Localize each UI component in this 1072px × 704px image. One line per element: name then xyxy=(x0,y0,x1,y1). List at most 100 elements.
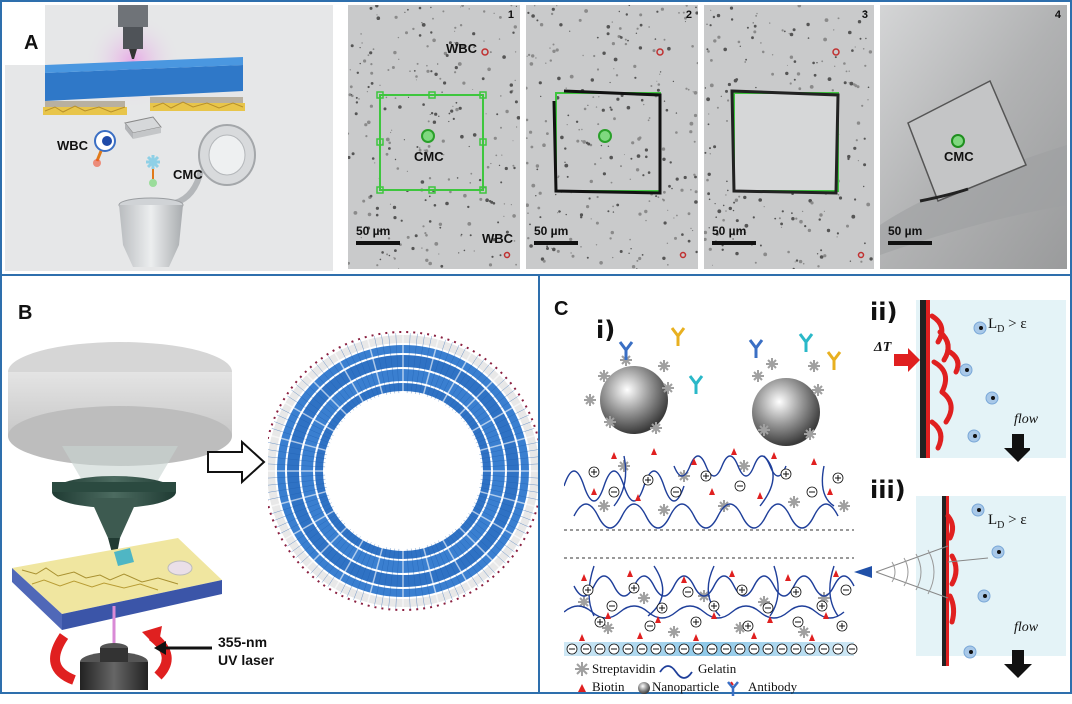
circos-segment xyxy=(310,368,351,414)
circos-segment xyxy=(410,548,418,609)
ld-main: L xyxy=(988,316,998,332)
circos-segment xyxy=(269,434,328,452)
panel-c: C i) xyxy=(538,274,1072,696)
biotin-mark xyxy=(823,612,829,619)
frame-number: 2 xyxy=(685,9,692,21)
circos-segment xyxy=(457,372,502,417)
circos-segment xyxy=(455,368,496,414)
circos-segment xyxy=(463,519,511,559)
biotin-mark xyxy=(691,458,697,465)
circos-segment xyxy=(422,337,440,396)
flow-channel-iii xyxy=(916,496,1066,656)
circos-segment xyxy=(315,531,355,579)
circos-segment xyxy=(340,347,368,402)
circos-segment xyxy=(291,516,341,553)
circos-segment xyxy=(414,334,425,394)
circos-segment xyxy=(475,498,532,521)
legend-gelatin: Gelatin xyxy=(698,661,737,676)
circos-segment xyxy=(480,449,538,460)
circos-segment xyxy=(460,523,506,564)
thermal-flow-diagram xyxy=(894,300,1030,462)
circos-segment xyxy=(300,523,346,564)
circos-segment xyxy=(470,401,523,433)
circos-segment xyxy=(395,548,400,609)
circos-segment xyxy=(434,542,460,598)
wbc-bottom-label: WBC xyxy=(482,231,514,246)
circos-segment xyxy=(366,337,384,396)
biotin-mark xyxy=(731,448,737,455)
circos-segment xyxy=(287,395,338,429)
circos-segment xyxy=(346,542,372,598)
delta-t-label: ΔT xyxy=(874,340,892,355)
circos-segment xyxy=(430,543,453,600)
circos-segment xyxy=(395,333,400,394)
circos-segment xyxy=(472,408,527,436)
circos-segment xyxy=(321,359,358,409)
circos-segment xyxy=(353,543,376,600)
acoustic-flow-diagram xyxy=(854,496,1032,678)
cut-outline-box xyxy=(356,48,511,259)
circos-segment xyxy=(304,372,349,417)
legend-streptavidin: Streptavidin xyxy=(592,661,656,676)
circos-segment xyxy=(406,333,411,394)
streptavidin-mark xyxy=(812,384,824,396)
ld-rest: > ε xyxy=(1004,316,1027,332)
legend-biotin: Biotin xyxy=(592,679,625,694)
streptavidin-mark xyxy=(604,416,616,428)
biotin-mark xyxy=(611,452,617,459)
scale-bar-label: 50 µm xyxy=(534,224,569,238)
circos-segment xyxy=(276,414,332,440)
streptavidin-mark xyxy=(578,596,590,608)
schematic-wbc-label: WBC xyxy=(57,138,89,153)
biotin-mark xyxy=(605,612,611,619)
wbc-top-label: WBC xyxy=(446,41,478,56)
circos-segment xyxy=(353,342,376,399)
biotin-mark xyxy=(767,616,773,623)
biotin-mark xyxy=(709,488,715,495)
panel-b: B xyxy=(0,274,540,694)
biotin-mark xyxy=(785,574,791,581)
circos-segment xyxy=(268,442,327,456)
circos-segment xyxy=(283,509,336,541)
circos-segment xyxy=(465,516,515,553)
streptavidin-mark xyxy=(618,460,630,472)
circos-segment xyxy=(477,428,535,448)
streptavidin-mark xyxy=(602,622,614,634)
circos-segment xyxy=(327,355,361,406)
streptavidin-mark xyxy=(718,500,730,512)
sub-label-i: i) xyxy=(596,316,616,344)
circos-segment xyxy=(418,547,432,607)
circos-segment xyxy=(304,525,349,570)
circos-segment xyxy=(279,408,334,436)
circos-segment xyxy=(455,528,496,574)
circos-plot xyxy=(268,331,538,611)
circos-segment xyxy=(271,428,329,448)
circos-segment xyxy=(463,383,511,423)
circos-segment xyxy=(414,548,425,608)
circos-segment xyxy=(438,540,466,595)
panel-a: WBC CMC A 1 WBC CMC WBC 50 µm xyxy=(0,0,1072,276)
biotin-mark xyxy=(581,574,587,581)
ld-sub: D xyxy=(997,520,1005,531)
streptavidin-mark xyxy=(638,592,650,604)
circos-segment xyxy=(300,378,346,419)
streptavidin-mark xyxy=(668,626,680,638)
streptavidin-mark xyxy=(752,370,764,382)
micrograph-frame-2: 2 50 µm xyxy=(526,5,698,269)
circos-segment xyxy=(445,536,479,587)
circos-segment xyxy=(418,335,432,395)
circos-segment xyxy=(321,533,358,583)
circos-segment xyxy=(441,538,473,591)
streptavidin-mark xyxy=(650,422,662,434)
scale-bar-label: 50 µm xyxy=(712,224,747,238)
biotin-mark xyxy=(627,570,633,577)
circos-segment xyxy=(477,494,535,514)
circos-segment xyxy=(480,456,538,464)
circos-segment xyxy=(271,494,329,514)
streptavidin-mark xyxy=(598,370,610,382)
circos-segment xyxy=(480,482,538,493)
circos-segment xyxy=(346,344,372,400)
speckle-bg xyxy=(348,5,520,269)
flow-label-ii: flow xyxy=(1014,412,1039,427)
circos-segment xyxy=(276,502,332,528)
